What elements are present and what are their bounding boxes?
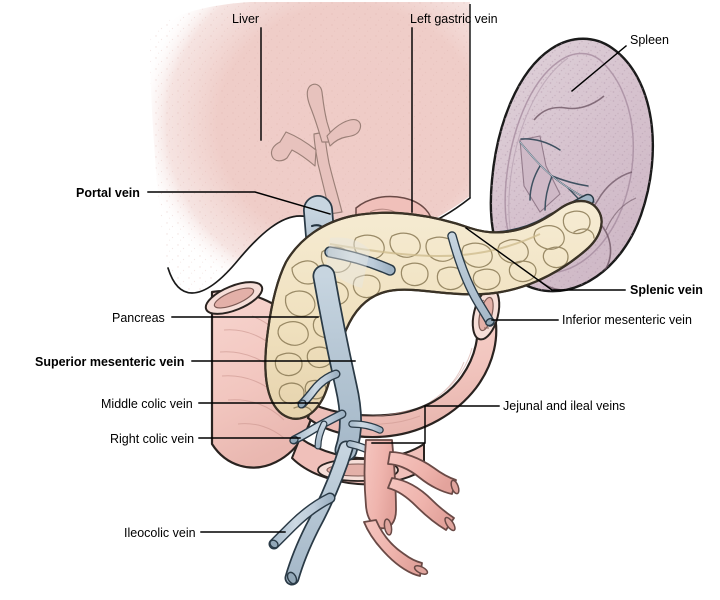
middle-colic-vein-vessel — [297, 369, 341, 409]
duodenum-cut-end-upper — [204, 281, 264, 315]
leader-line-splenic-vein — [464, 226, 626, 291]
label-liver: Liver — [232, 12, 260, 26]
leader-line-spleen — [570, 44, 628, 93]
label-ileocolic-vein: Ileocolic vein — [124, 526, 196, 540]
label-pancreas: Pancreas — [112, 311, 165, 325]
leader-line-jejunal-and-ileal-veins — [371, 405, 500, 444]
splenic-vein-anterior-segment — [324, 237, 396, 288]
label-middle-colic-vein: Middle colic vein — [101, 397, 193, 411]
splenic-hilar-vessels-fill — [519, 141, 595, 203]
superior-mesenteric-vein-vessel — [284, 264, 362, 586]
leader-line-portal-vein — [147, 191, 331, 215]
label-splenic-vein: Splenic vein — [630, 283, 703, 297]
label-right-colic-vein: Right colic vein — [110, 432, 195, 446]
jejunal-and-ileal-veins-vessels — [363, 439, 460, 577]
label-left-gastric-vein: Left gastric vein — [410, 12, 498, 26]
label-inferior-mesenteric-vein: Inferior mesenteric vein — [562, 313, 692, 327]
intrahepatic-portal-branches — [270, 83, 362, 215]
ileocolic-vein-vessel — [268, 492, 336, 550]
leader-lines-group — [147, 27, 628, 533]
label-spleen: Spleen — [630, 33, 669, 47]
label-jejunal-and-ileal-veins: Jejunal and ileal veins — [503, 399, 626, 413]
label-superior-mesenteric-vein: Superior mesenteric vein — [35, 355, 185, 369]
label-portal-vein: Portal vein — [76, 186, 140, 200]
